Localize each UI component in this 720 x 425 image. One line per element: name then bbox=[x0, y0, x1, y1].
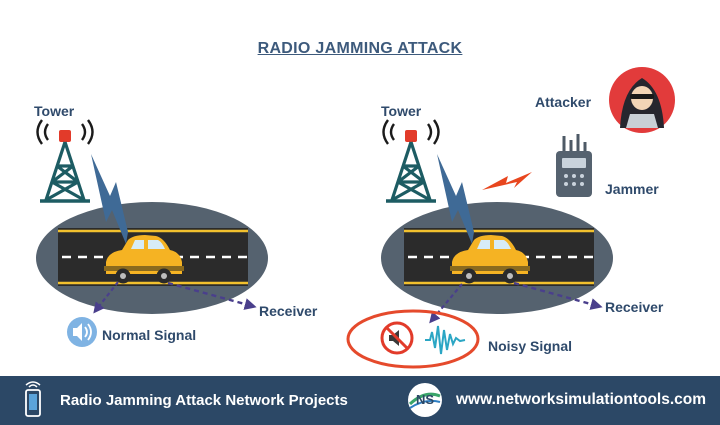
blocked-sound-icon bbox=[380, 321, 414, 355]
website-link[interactable]: www.networksimulationtools.com bbox=[456, 391, 707, 408]
ns-logo-icon: NS bbox=[408, 383, 442, 417]
right-receiver-label: Receiver bbox=[605, 299, 664, 315]
diagram-graphics bbox=[36, 67, 675, 369]
normal-signal-label: Normal Signal bbox=[102, 327, 197, 343]
right-car-icon bbox=[450, 235, 530, 284]
attacker-label: Attacker bbox=[535, 94, 592, 110]
right-signal-bolt-icon bbox=[437, 154, 474, 244]
noise-wave-icon bbox=[425, 325, 466, 355]
right-receiver-arrow bbox=[513, 281, 603, 310]
jammer-device-icon bbox=[556, 134, 592, 197]
attacker-avatar-icon bbox=[609, 67, 675, 133]
footer-bar: Radio Jamming Attack Network Projects NS… bbox=[0, 376, 720, 425]
footer-project-text: Radio Jamming Attack Network Projects bbox=[60, 392, 348, 409]
diagram-title: RADIO JAMMING ATTACK bbox=[257, 40, 463, 57]
jammer-label: Jammer bbox=[605, 181, 659, 197]
left-scene bbox=[36, 119, 268, 347]
right-scene bbox=[346, 67, 675, 369]
jamming-bolt-icon bbox=[482, 172, 532, 190]
phone-signal-icon bbox=[25, 381, 41, 417]
left-car-icon bbox=[104, 235, 184, 284]
left-tower-icon bbox=[36, 119, 94, 203]
left-tower-label: Tower bbox=[34, 103, 75, 119]
noise-highlight-circle bbox=[346, 309, 480, 369]
left-receiver-arrow bbox=[167, 281, 257, 310]
noisy-signal-label: Noisy Signal bbox=[488, 338, 573, 354]
ns-logo-text: NS bbox=[416, 392, 434, 407]
right-signal-arrow bbox=[429, 283, 463, 324]
right-tower-icon bbox=[382, 119, 440, 203]
left-signal-bolt-icon bbox=[91, 154, 128, 244]
left-receiver-label: Receiver bbox=[259, 303, 318, 319]
speaker-icon bbox=[67, 317, 97, 347]
left-signal-arrow bbox=[93, 281, 119, 314]
right-tower-label: Tower bbox=[381, 103, 422, 119]
